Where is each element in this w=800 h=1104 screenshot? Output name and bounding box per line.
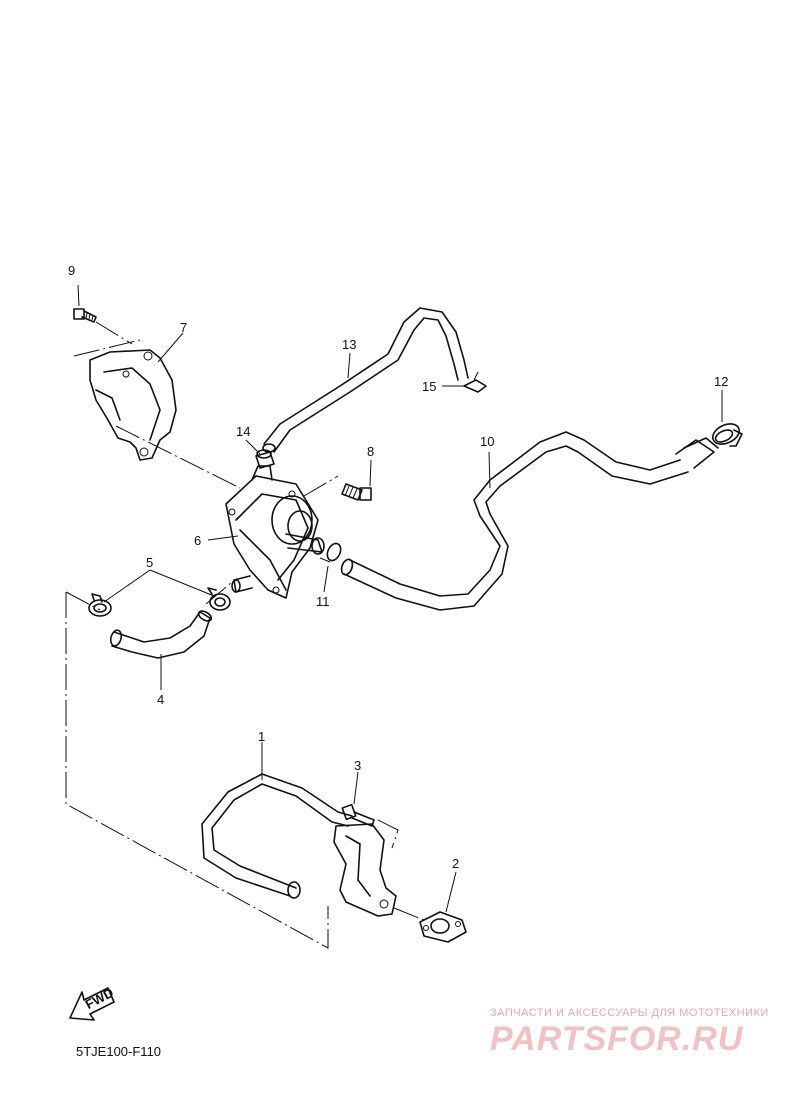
leader-5-b xyxy=(149,569,215,597)
dash-8-6 xyxy=(303,475,339,497)
leader-7 xyxy=(157,332,184,363)
callout-15: 15 xyxy=(422,379,436,394)
callout-1: 1 xyxy=(258,729,265,744)
dash-3 xyxy=(377,819,399,849)
part-3-bolt[interactable] xyxy=(341,803,375,827)
fwd-arrow-icon: FWD xyxy=(69,985,116,1021)
callout-13: 13 xyxy=(342,337,356,352)
leader-2 xyxy=(445,871,457,913)
leader-13 xyxy=(347,352,351,379)
dash-6-4 xyxy=(205,581,233,605)
part-12-clamp[interactable] xyxy=(710,420,743,448)
callout-4: 4 xyxy=(157,692,164,707)
callout-10: 10 xyxy=(480,434,494,449)
callout-6: 6 xyxy=(194,533,201,548)
part-11-gasket[interactable] xyxy=(319,541,343,563)
watermark-tagline: ЗАПЧАСТИ И АКСЕССУАРЫ ДЛЯ МОТОТЕХНИКИ xyxy=(490,1007,769,1019)
leader-5-a xyxy=(103,569,151,603)
frame-left xyxy=(65,592,329,949)
part-15-clip[interactable] xyxy=(463,371,487,393)
leader-6 xyxy=(207,535,239,541)
callout-11: 11 xyxy=(316,594,330,609)
callout-5: 5 xyxy=(146,555,153,570)
dash-7-6 xyxy=(115,425,241,489)
part-13-hose[interactable] xyxy=(262,307,469,453)
callout-7: 7 xyxy=(180,320,187,335)
part-7-bracket[interactable] xyxy=(89,349,177,461)
callout-12: 12 xyxy=(714,374,728,389)
part-1-bracket[interactable] xyxy=(333,823,397,917)
leader-11 xyxy=(323,565,329,593)
part-5-clamp-left[interactable] xyxy=(88,593,112,617)
part-1-pipe[interactable] xyxy=(201,773,353,899)
part-10-hose[interactable] xyxy=(340,431,719,611)
part-2-gasket[interactable] xyxy=(419,911,467,943)
part-5-clamp-right[interactable] xyxy=(207,587,231,611)
figure-code: 5TJE100-F110 xyxy=(76,1044,162,1059)
fwd-label: FWD xyxy=(83,985,116,1012)
leader-14 xyxy=(245,439,261,455)
callout-8: 8 xyxy=(367,444,374,459)
watermark-logo: PARTSFOR.RU xyxy=(490,1020,744,1058)
leader-3 xyxy=(353,771,359,805)
part-8-bolt[interactable] xyxy=(341,483,372,501)
callout-3: 3 xyxy=(354,758,361,773)
dash-bracket-2 xyxy=(393,907,425,921)
leader-8 xyxy=(369,459,372,487)
leader-10 xyxy=(488,451,491,489)
part-4-hose[interactable] xyxy=(109,609,213,659)
part-6-valve[interactable] xyxy=(225,465,325,599)
callout-14: 14 xyxy=(236,424,250,439)
leader-9 xyxy=(77,284,80,307)
callout-9: 9 xyxy=(68,263,75,278)
dash-9-7 xyxy=(95,321,133,345)
part-9-bolt[interactable] xyxy=(73,308,97,323)
callout-2: 2 xyxy=(452,856,459,871)
frame-top xyxy=(65,591,101,611)
